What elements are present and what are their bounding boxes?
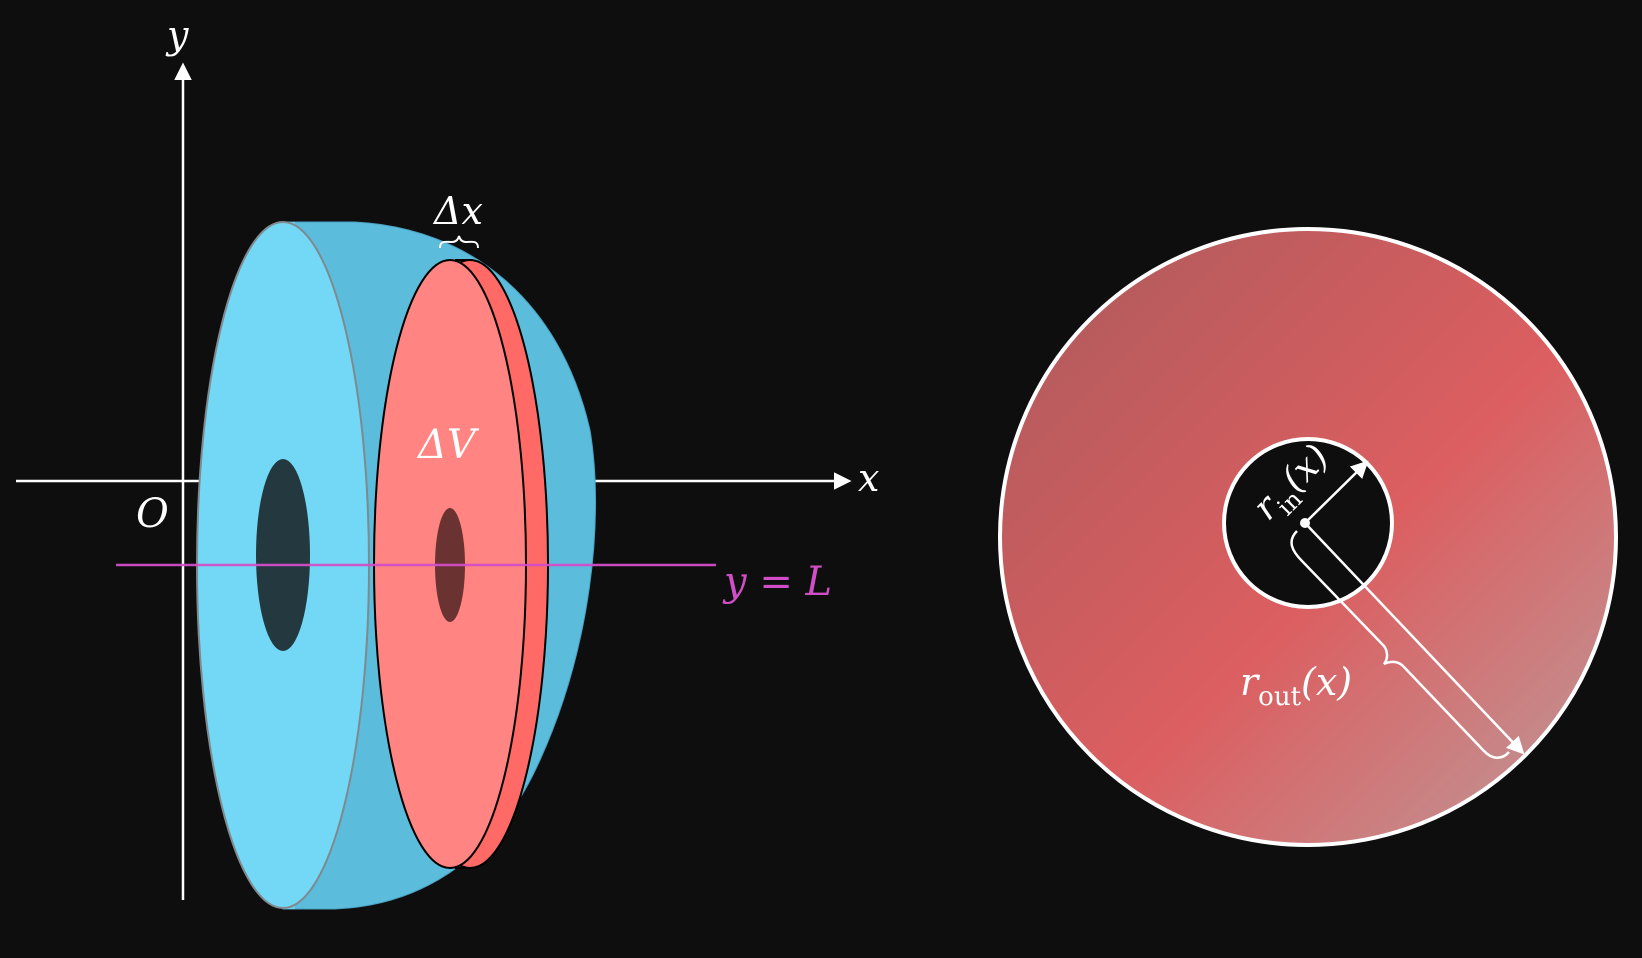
r-out-brace — [1290, 530, 1510, 759]
r-out-arrow — [1304, 522, 1525, 755]
solid-hole — [256, 459, 310, 651]
solid-of-revolution-figure: y x O Δx ΔV y = L — [16, 13, 879, 910]
r-out-label: rout(x) — [1240, 660, 1352, 712]
y-axis-label: y — [165, 13, 189, 57]
line-label: y = L — [722, 559, 832, 605]
r-in-arrow — [1304, 460, 1369, 524]
r-out-symbol: r — [1240, 660, 1261, 704]
origin-label: O — [136, 491, 169, 537]
delta-x-label: Δx — [432, 189, 483, 233]
washer-cross-section-figure: rin(x) rout(x) — [998, 227, 1618, 847]
delta-v-label: ΔV — [416, 422, 480, 468]
r-out-argument: (x) — [1301, 660, 1352, 704]
delta-x-brace — [439, 235, 479, 249]
x-axis-label: x — [858, 456, 879, 500]
r-out-subscript: out — [1258, 682, 1301, 712]
